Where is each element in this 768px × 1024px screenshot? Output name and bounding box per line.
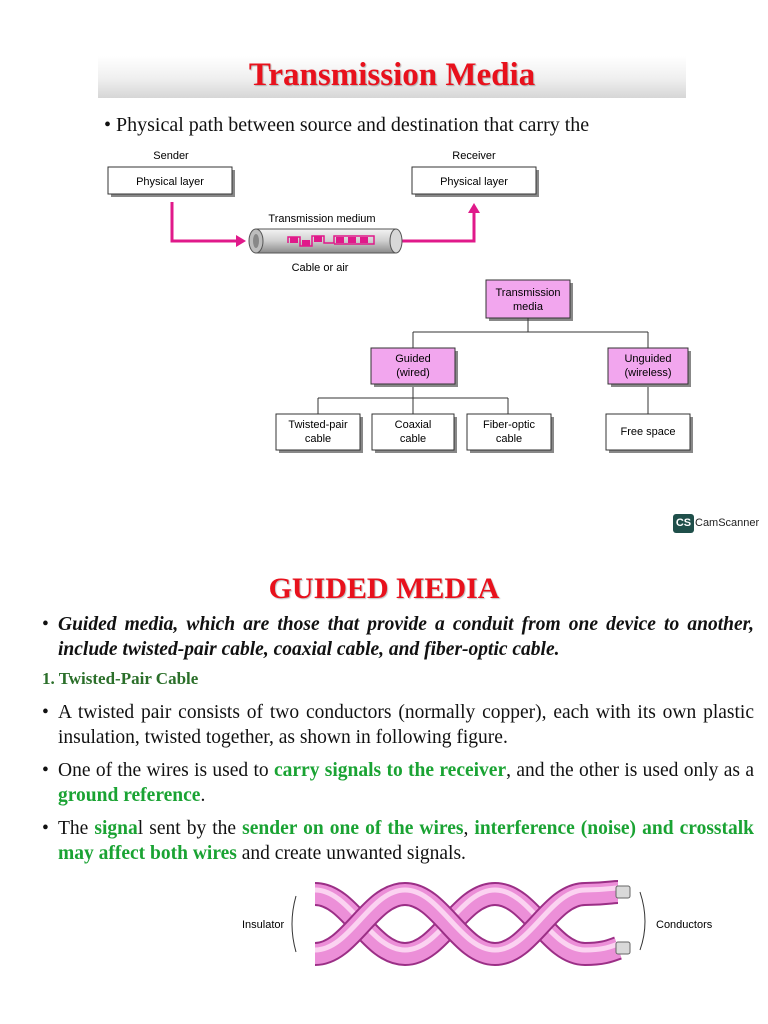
insulator-label: Insulator [242,919,285,931]
bullet-guided-definition: • Guided media, which are those that pro… [42,612,754,662]
transmission-diagram: Sender Receiver Physical layer Physical … [107,150,693,453]
sender-label: Sender [153,150,189,162]
coaxial-line2: cable [400,433,426,445]
twisted-line2: cable [305,433,331,445]
sender-arrowhead [236,235,246,247]
tree-connectors [317,318,649,414]
bullet-text: The signal sent by the sender on one of … [42,816,754,866]
sender-box-label: Physical layer [136,176,204,188]
cable-cylinder [248,228,403,254]
unguided-line1: Unguided [624,353,671,365]
twisted-pair-figure: Insulator Conductors [242,880,713,967]
slide-title: Transmission Media [248,57,536,93]
intro-bullet: • Physical path between source and desti… [104,114,590,136]
receiver-arrowhead [468,203,480,213]
text-run: l sent by the [137,818,243,839]
coaxial-line1: Coaxial [395,419,432,431]
twisted-pair-heading: 1. Twisted-Pair Cable [42,669,199,688]
bullet-text: A twisted pair consists of two conductor… [58,702,754,748]
bullet-text: Guided media, which are those that provi… [58,614,754,660]
highlight-run: carry signals to the receiver [274,760,507,781]
title-band [98,56,686,98]
bullet-twisted-pair: • A twisted pair consists of two conduct… [42,700,754,750]
tree-root-box: Transmission media [485,279,573,321]
highlight-run: ground reference [58,785,201,806]
cable-label: Cable or air [292,262,349,274]
highlight-run: signa [94,818,138,839]
bullet-text: One of the wires is used to carry signal… [42,758,754,808]
conductor-tip-top [615,885,631,899]
unguided-line2: (wireless) [624,367,671,379]
signal-waveform [287,235,375,247]
twisted-line1: Twisted-pair [288,419,348,431]
receiver-box-label: Physical layer [440,176,508,188]
highlight-run: sender on one of the wires [242,818,464,839]
coaxial-box: Coaxial cable [371,413,457,453]
bullet-dot: • [42,702,49,723]
twisted-pair-box: Twisted-pair cable [275,413,363,453]
fiber-line2: cable [496,433,522,445]
text-run: , and the other is used only as a [506,760,754,781]
sender-physical-layer-box: Physical layer [107,166,235,197]
conductors-label: Conductors [656,919,713,931]
bullet-dot: • [42,614,49,635]
guided-media-title: GUIDED MEDIA [268,572,500,605]
root-line1: Transmission [496,287,561,299]
bullet-wires-usage: • One of the wires is used to carry sign… [42,758,754,808]
free-space-box: Free space [605,413,693,453]
text-run: One of the wires is used to [58,760,274,781]
guided-line1: Guided [395,353,430,365]
camscanner-logo: CS [673,514,694,533]
sender-arrow [170,202,236,243]
insulator-bracket [291,895,297,953]
text-run: . [200,785,206,806]
conductors-bracket [639,891,646,951]
unguided-box: Unguided (wireless) [607,347,691,387]
wire-strand-b [313,880,619,967]
highlight-run: interference (noise) and crosstalk may a… [58,818,755,864]
receiver-physical-layer-box: Physical layer [411,166,539,197]
receiver-arrow [402,213,476,243]
camscanner-label: CamScanner [695,517,760,529]
text-run: , [463,818,475,839]
text-run: The [58,818,95,839]
fiber-line1: Fiber-optic [483,419,535,431]
root-line2: media [513,301,544,313]
wire-strand-a [313,881,623,967]
fiber-optic-box: Fiber-optic cable [466,413,554,453]
free-space-label: Free space [620,426,675,438]
medium-label: Transmission medium [268,213,375,225]
bullet-dot: • [42,760,49,781]
bullet-interference: • The signal sent by the sender on one o… [42,816,754,866]
text-run: and create unwanted signals. [236,843,466,864]
receiver-label: Receiver [452,150,496,162]
bullet-dot: • [42,818,49,839]
guided-line2: (wired) [396,367,430,379]
conductor-tip-bottom [615,941,631,955]
guided-box: Guided (wired) [370,347,458,387]
